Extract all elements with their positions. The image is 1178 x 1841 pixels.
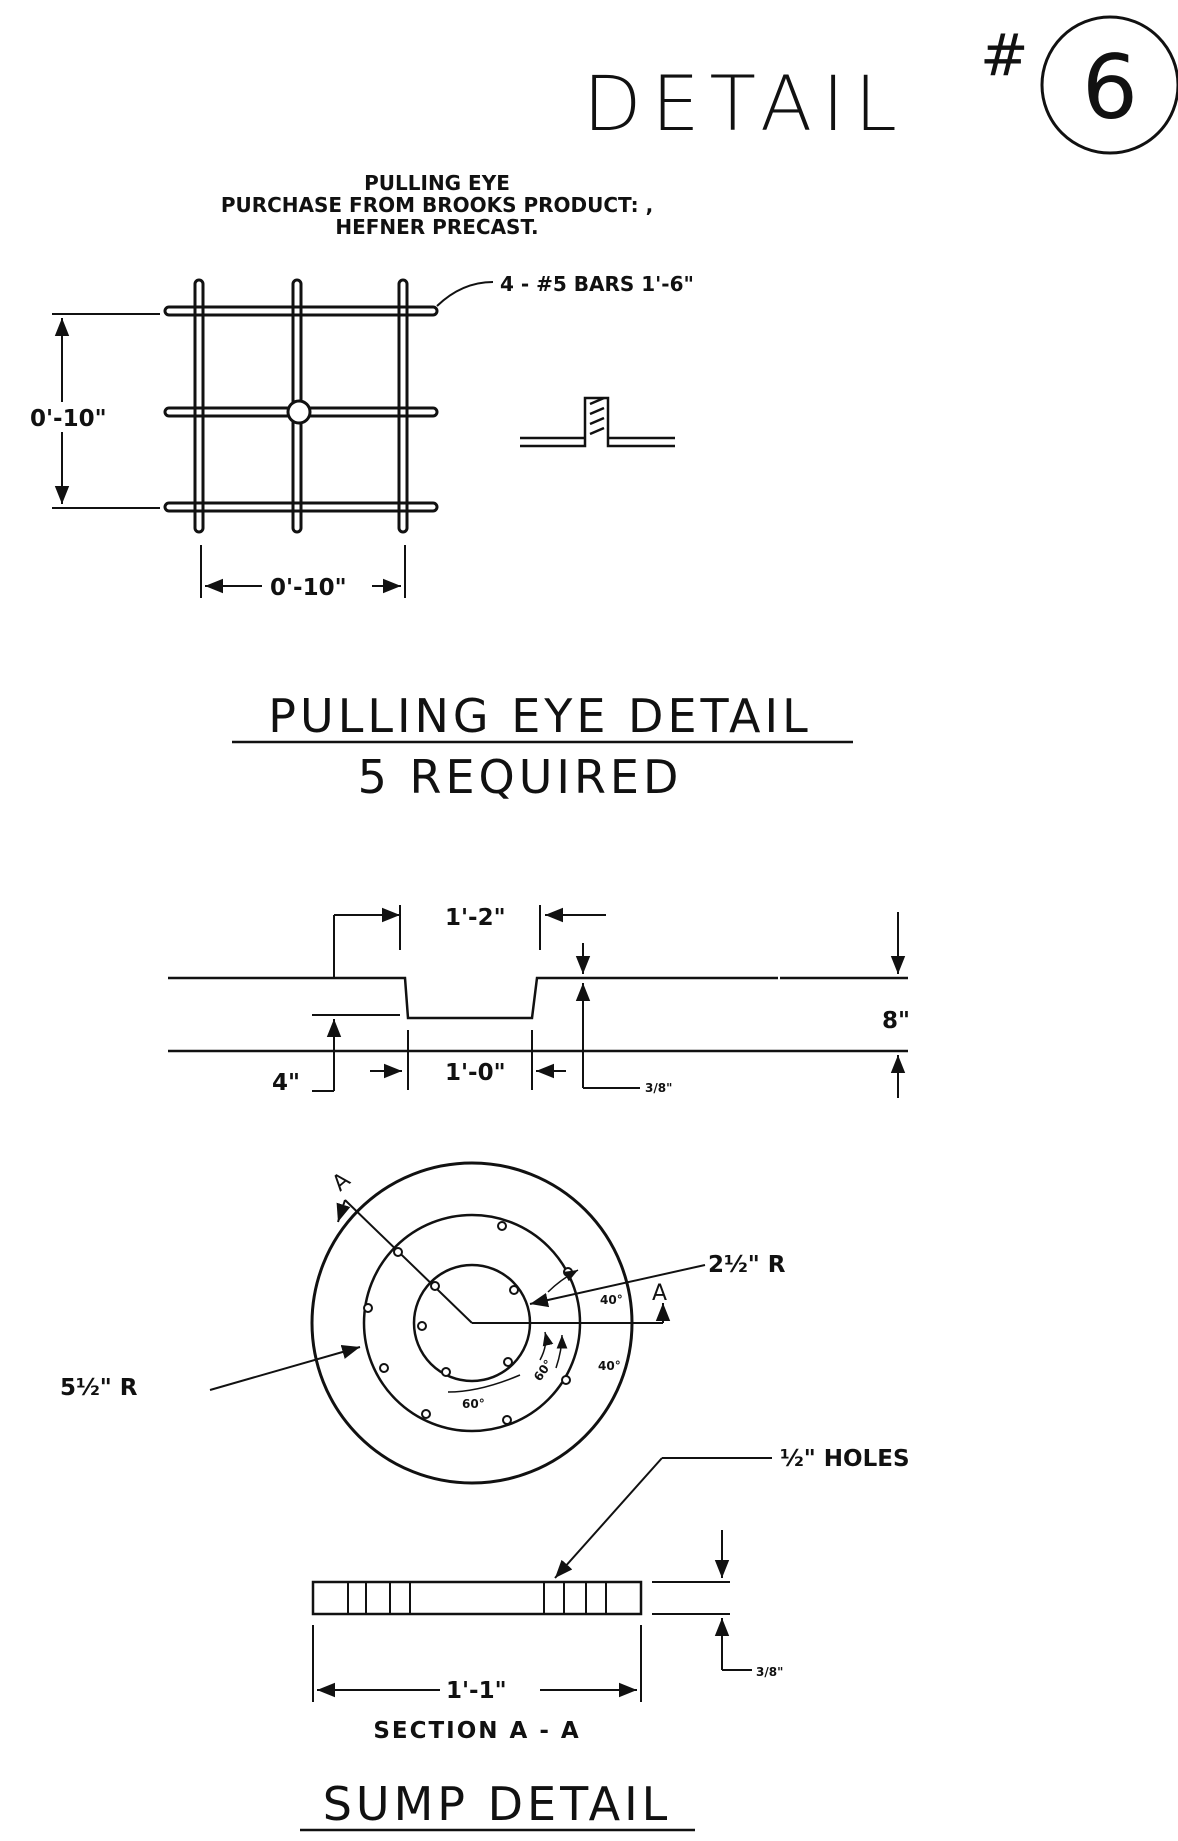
detail-number-mark: # [980,21,1029,89]
detail-number-circle [1040,15,1178,155]
outer-radius-callout: 5½" R [60,1375,138,1401]
outer-hole-ring [363,1221,573,1425]
angle-40-lower: 40° [598,1359,621,1373]
title-block: DETAIL # 6 [583,15,1178,155]
pulling-eye-caption-title: PULLING EYE DETAIL [268,689,811,743]
sump-thickness: 8" [882,1008,910,1034]
sump-top-width: 1'-2" [445,905,506,931]
section-label: SECTION A - A [373,1718,580,1744]
detail-number: 6 [1082,36,1138,139]
pulling-eye-note-line2: PURCHASE FROM BROOKS PRODUCT: , [221,193,653,217]
grid-width-dimension: 0'-10" [270,575,347,601]
section-width: 1'-1" [446,1678,507,1704]
inner-hole-ring [417,1281,519,1377]
sump-section: ½" HOLES 3/8" 1'-1" SECTION A - A [311,1446,910,1744]
pulling-eye-caption-sub: 5 REQUIRED [358,750,683,804]
inner-radius-callout: 2½" R [708,1252,786,1278]
sump-caption: SUMP DETAIL [323,1777,672,1831]
holes-callout: ½" HOLES [780,1446,910,1472]
pulling-eye-note-line1: PULLING EYE [364,171,510,195]
angle-40-upper: 40° [600,1293,623,1307]
pulling-eye-ring [286,399,312,425]
detail-title: DETAIL [583,59,907,148]
section-mark-upper: A [328,1168,356,1197]
pulling-eye-elevation [520,396,675,448]
pulling-eye-note-line3: HEFNER PRECAST. [335,215,538,239]
section-mark-right: A [652,1281,667,1306]
sump-lip: 3/8" [645,1081,672,1095]
grid-height-dimension: 0'-10" [30,406,107,432]
section-thickness: 3/8" [756,1665,783,1679]
angle-60-bottom: 60° [462,1397,485,1411]
bars-callout: 4 - #5 BARS 1'-6" [500,272,694,296]
sump-profile: 1'-2" 4" 1'-0" 3/8" 8" [168,905,910,1098]
sump-bottom-width: 1'-0" [445,1060,506,1086]
sump-depth: 4" [272,1070,300,1096]
pulling-eye-detail: PULLING EYE PURCHASE FROM BROOKS PRODUCT… [18,171,853,804]
sump-plan: A A 40° 40° 60° 60° 2½" R 5½" R [60,1161,786,1485]
angle-60-side: 60° [531,1357,555,1384]
